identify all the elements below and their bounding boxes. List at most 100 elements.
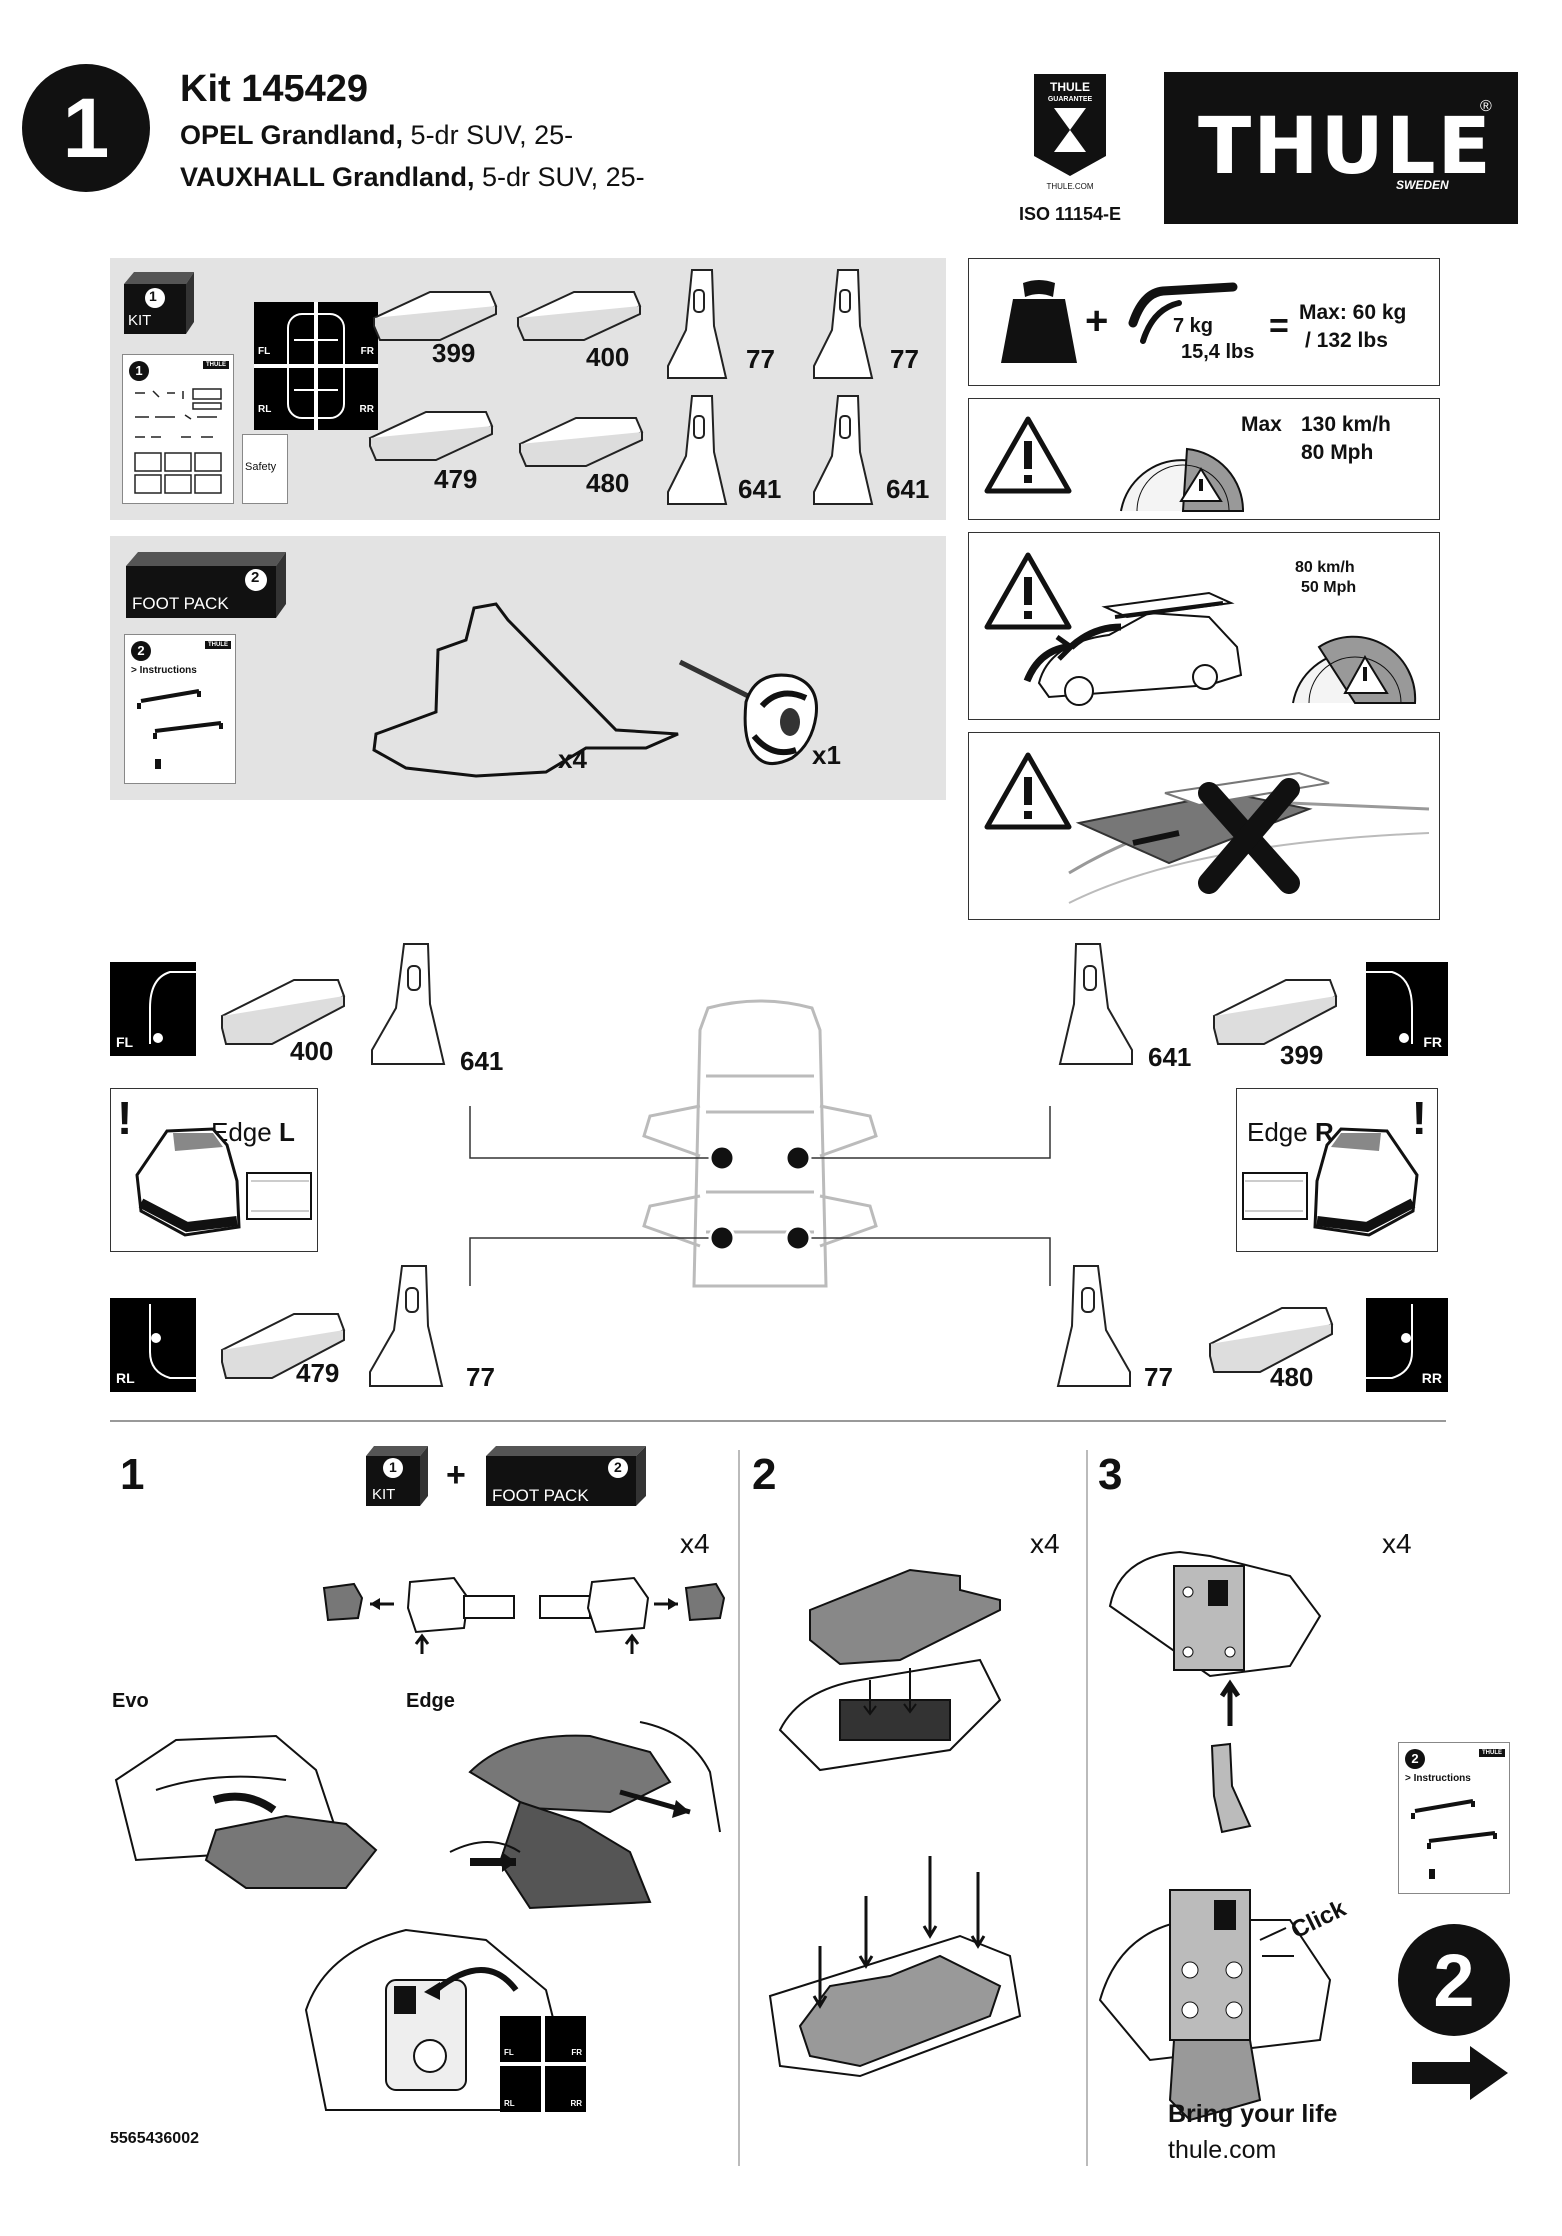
section-divider (110, 1420, 1446, 1422)
vehicle-desc-2: 5-dr SUV, 25- (474, 162, 645, 192)
step-1-plus: + (446, 1456, 466, 1494)
position-label-fr: FR (1423, 1034, 1442, 1050)
step-1-number: 1 (120, 1450, 145, 1499)
roof-bars-icon (1411, 1799, 1497, 1879)
grid-label-fl: FL (504, 2048, 514, 2057)
guarantee-shield-icon (1034, 74, 1106, 176)
wind-speed-mph: 50 Mph (1301, 579, 1357, 596)
pad-label-400: 400 (586, 342, 630, 372)
doc-number: 5565436002 (110, 2130, 199, 2147)
edge-foot-right-icon (1242, 1127, 1419, 1237)
load-on-roof-prohibited-icon (1068, 771, 1430, 904)
rl-bracket-label: 77 (466, 1362, 495, 1392)
rr-pad-label: 480 (1270, 1362, 1314, 1392)
rl-pad-label: 479 (296, 1358, 340, 1388)
bracket-icon (667, 269, 728, 379)
fr-pad-label: 399 (1280, 1040, 1324, 1070)
bracket-label-77: 77 (746, 344, 775, 374)
position-label-rr: RR (1421, 1370, 1442, 1386)
pos-label-rr: RR (359, 404, 374, 415)
vehicle-desc-1: 5-dr SUV, 25- (403, 120, 574, 150)
position-icon-rr: RR (1366, 1298, 1448, 1392)
thule-logo-text: THULE (1198, 102, 1493, 192)
bracket-label-641: 641 (738, 474, 782, 504)
bracket-icon (667, 395, 728, 505)
kit-panel: 1 KIT 1 THULE FL FR RL RR (110, 258, 946, 520)
next-step-badge: 2 (1398, 1924, 1510, 2036)
car-topview-icon (287, 313, 345, 419)
step-2-qty: x4 (1030, 1528, 1060, 1559)
booklet-diagram-icon (134, 388, 222, 494)
booklet-text: > Instructions (131, 665, 197, 676)
kit-box-label: KIT (128, 312, 152, 329)
foot-pack-box-num: 2 (251, 569, 260, 586)
evo-foot-removal-icon (114, 1734, 378, 1889)
bracket-icon (371, 943, 446, 1065)
pos-label-rl: RL (258, 404, 272, 415)
weight-icon (1001, 280, 1077, 363)
edge-foot-removal-icon (449, 1721, 721, 1910)
warning-triangle-icon (984, 416, 1072, 494)
wind-speed-kmh: 80 km/h (1295, 559, 1355, 576)
grid-label-rr: RR (570, 2099, 582, 2108)
slogan: Bring your life (1168, 2100, 1338, 2128)
booklet-num-badge: 1 (129, 361, 149, 381)
grid-label-rl: RL (504, 2099, 515, 2108)
edge-r-attention-icon: ! (1411, 1092, 1427, 1144)
max-load-kg: Max: 60 kg (1299, 301, 1407, 324)
warning-triangle-icon (984, 552, 1072, 630)
column-divider (1086, 1450, 1088, 2166)
bracket-icon (369, 1265, 444, 1387)
next-arrow-icon (1412, 2046, 1508, 2100)
pad-icon (1208, 1307, 1334, 1373)
car-position-grid: FL FR RL RR (254, 302, 378, 430)
pad-icon (220, 979, 346, 1045)
vehicle-brand-1: OPEL Grandland, (180, 120, 404, 150)
edge-l-side: L (278, 1117, 295, 1147)
fr-bracket-label: 641 (1148, 1042, 1192, 1072)
car-top-view-diagram (469, 999, 1051, 1288)
pos-label-fr: FR (360, 346, 374, 357)
booklet-num-badge: 2 (1405, 1749, 1425, 1769)
safety-label: Safety (245, 461, 277, 473)
car-with-load-icon (1023, 591, 1243, 706)
guarantee-brand: THULE (1050, 80, 1090, 94)
thule-logo-sub: SWEDEN (1396, 178, 1449, 192)
car-corner-icon (149, 1304, 196, 1379)
website: thule.com (1168, 2136, 1277, 2164)
plus-sign: + (1085, 299, 1109, 343)
foot-pack-box-icon (486, 1446, 646, 1506)
booklet-num: 2 (1411, 1751, 1419, 1766)
bracket-icon (813, 269, 874, 379)
weight-panel: + 7 kg 15,4 lbs = Max: 60 kg / 132 lbs (968, 258, 1440, 386)
step-2-pad-insert-icon (778, 1568, 1002, 1772)
kit-title: Kit 145429 (180, 68, 369, 110)
edge-foot-left-icon (135, 1127, 312, 1237)
step-number-badge: 1 (22, 64, 150, 192)
foot-pack-panel: 2 FOOT PACK 2 THULE > Instructions x4 x1 (110, 536, 946, 800)
booklet-logo: THULE (1479, 1749, 1505, 1757)
max-speed-label: Max (1241, 413, 1282, 436)
iso-label: ISO 11154-E (1018, 204, 1122, 224)
kit-box-icon (124, 272, 194, 334)
step-1-position-grid: FL FR RL RR (500, 2016, 586, 2112)
edge-r-label: Edge R (1247, 1117, 1334, 1148)
key-tool-icon (678, 659, 818, 765)
wind-speed-panel: 80 km/h 50 Mph (968, 532, 1440, 720)
pad-label-480: 480 (586, 468, 630, 498)
rr-bracket-label: 77 (1144, 1362, 1173, 1392)
booklet-logo: THULE (205, 641, 231, 649)
no-load-on-roof-panel (968, 732, 1440, 920)
car-corner-icon (149, 971, 196, 1044)
step-3-bracket-insert-icon (1108, 1550, 1322, 1834)
booklet-num: 2 (137, 643, 145, 658)
step-3-bracket-click-icon (1098, 1889, 1332, 2122)
position-icon-rl: RL (110, 1298, 196, 1392)
warning-triangle-icon (984, 752, 1072, 830)
pos-label-fl: FL (258, 346, 271, 357)
step-2-number: 2 (752, 1450, 777, 1499)
pad-icon (372, 291, 498, 341)
edge-l-attention-icon: ! (117, 1092, 133, 1144)
guarantee-badge: THULE GUARANTEE THULE.COM (1030, 72, 1110, 196)
max-speed-mph: 80 Mph (1301, 441, 1374, 464)
